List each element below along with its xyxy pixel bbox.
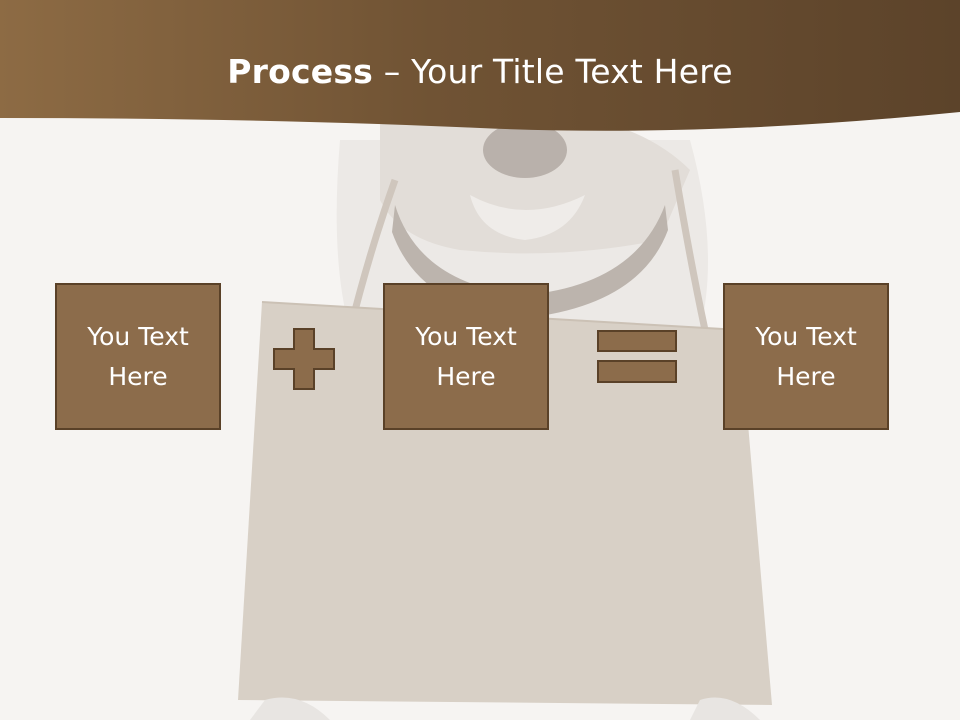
process-box-label: You Text Here <box>755 321 857 391</box>
title-bold: Process <box>227 52 374 91</box>
title-rest: – Your Title Text Here <box>373 52 733 91</box>
process-box-2: You Text Here <box>383 283 549 430</box>
process-box-1: You Text Here <box>55 283 221 430</box>
process-box-3: You Text Here <box>723 283 889 430</box>
page-title: Process – Your Title Text Here <box>0 52 960 91</box>
plus-icon <box>273 328 335 390</box>
process-box-label: You Text Here <box>415 321 517 391</box>
equals-icon <box>597 330 677 383</box>
header-band <box>0 0 960 131</box>
process-box-label: You Text Here <box>87 321 189 391</box>
